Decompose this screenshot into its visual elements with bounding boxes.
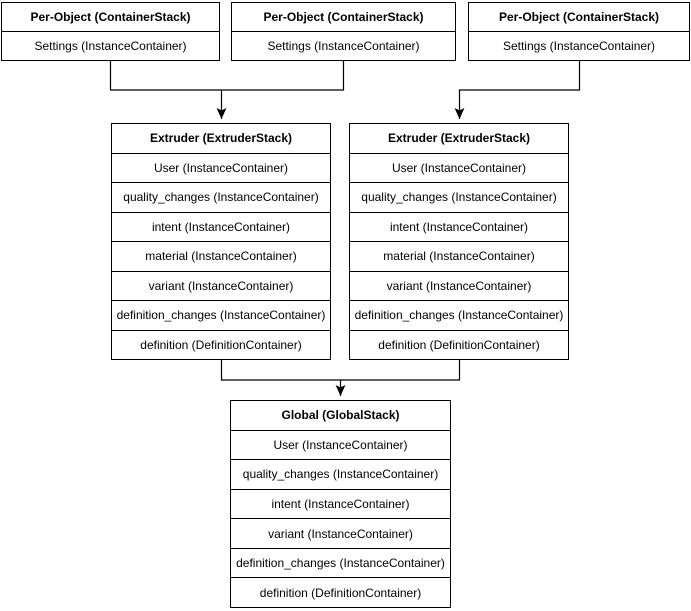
per-object-stack-1: Per-Object (ContainerStack) Settings (In…	[1, 2, 220, 61]
connector-perobject2-to-extruder1	[221, 61, 345, 91]
extruder-stack-1-row-definition: definition (DefinitionContainer)	[112, 329, 330, 360]
per-object-stack-3-row-settings: Settings (InstanceContainer)	[469, 31, 689, 60]
extruder-stack-1-title: Extruder (ExtruderStack)	[149, 131, 293, 146]
per-object-stack-3-title: Per-Object (ContainerStack)	[498, 10, 660, 24]
connector-extruder2-to-global	[340, 360, 461, 381]
global-stack-row-definition: definition (DefinitionContainer)	[231, 577, 450, 607]
per-object-stack-2-title: Per-Object (ContainerStack)	[263, 10, 424, 24]
per-object-stack-3: Per-Object (ContainerStack) Settings (In…	[468, 2, 690, 61]
extruder-stack-1: Extruder (ExtruderStack) User (InstanceC…	[111, 123, 331, 360]
extruder-stack-1-row-definition-changes: definition_changes (InstanceContainer)	[112, 300, 330, 330]
per-object-stack-1-title: Per-Object (ContainerStack)	[30, 10, 191, 24]
global-stack-row-definition-changes: definition_changes (InstanceContainer)	[231, 547, 450, 578]
connector-perobject1-to-extruder1	[109, 61, 227, 119]
extruder-stack-2: Extruder (ExtruderStack) User (InstanceC…	[349, 123, 569, 360]
extruder-stack-1-row-quality-changes: quality_changes (InstanceContainer)	[112, 182, 330, 212]
extruder-stack-2-title: Extruder (ExtruderStack)	[387, 131, 531, 146]
connector-extruder1-to-global	[220, 360, 346, 396]
global-stack-row-intent: intent (InstanceContainer)	[231, 488, 450, 519]
per-object-stack-1-row-settings: Settings (InstanceContainer)	[2, 31, 219, 60]
global-stack: Global (GlobalStack) User (InstanceConta…	[230, 400, 451, 608]
extruder-stack-2-row-material: material (InstanceContainer)	[350, 241, 568, 271]
per-object-stack-2: Per-Object (ContainerStack) Settings (In…	[231, 2, 456, 61]
global-stack-title: Global (GlobalStack)	[281, 408, 400, 423]
extruder-stack-1-row-material: material (InstanceContainer)	[112, 241, 330, 271]
global-stack-row-user: User (InstanceContainer)	[231, 429, 450, 460]
extruder-stack-1-row-variant: variant (InstanceContainer)	[112, 270, 330, 301]
global-stack-row-variant: variant (InstanceContainer)	[231, 518, 450, 548]
extruder-stack-2-row-variant: variant (InstanceContainer)	[350, 270, 568, 301]
global-stack-row-quality-changes: quality_changes (InstanceContainer)	[231, 459, 450, 489]
extruder-stack-2-row-quality-changes: quality_changes (InstanceContainer)	[350, 182, 568, 212]
extruder-stack-2-row-definition: definition (DefinitionContainer)	[350, 329, 568, 360]
extruder-stack-1-row-intent: intent (InstanceContainer)	[112, 211, 330, 242]
connector-perobject3-to-extruder2	[454, 61, 581, 119]
extruder-stack-2-row-definition-changes: definition_changes (InstanceContainer)	[350, 300, 568, 330]
extruder-stack-2-row-intent: intent (InstanceContainer)	[350, 211, 568, 242]
extruder-stack-1-row-user: User (InstanceContainer)	[112, 152, 330, 183]
per-object-stack-2-row-settings: Settings (InstanceContainer)	[232, 31, 455, 60]
extruder-stack-2-row-user: User (InstanceContainer)	[350, 152, 568, 183]
